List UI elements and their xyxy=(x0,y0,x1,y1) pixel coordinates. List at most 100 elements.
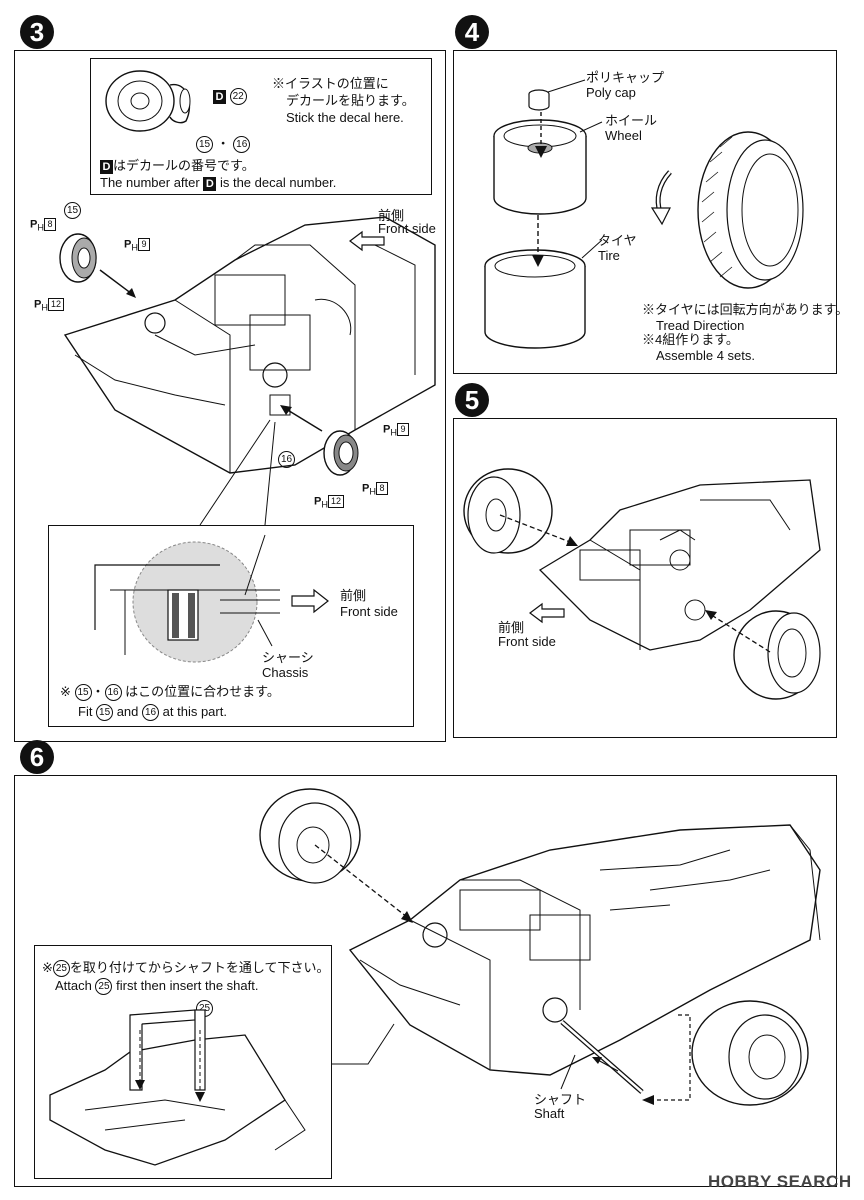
detail-chassis-slot xyxy=(94,534,280,663)
detail-front-en: Front side xyxy=(340,604,398,619)
ph-letter-4: P xyxy=(383,423,391,436)
detail-front-jp: 前側 xyxy=(340,588,367,603)
step-5-front-en: Front side xyxy=(498,634,556,649)
shaft-jp: シャフト xyxy=(534,1092,587,1107)
shaft-en: Shaft xyxy=(534,1106,565,1121)
decal-parts-label: 15 ・ 16 xyxy=(196,136,251,154)
label-part-15-top: 15 xyxy=(64,202,81,219)
front-side-jp-step3: 前側 xyxy=(378,208,405,223)
attach-en-post: first then insert the shaft. xyxy=(116,978,259,993)
tire-en: Tire xyxy=(598,248,620,263)
decal-note-jp2: デカールを貼ります。 xyxy=(286,93,415,108)
wheel-into-tire-arrow xyxy=(532,215,544,267)
step-5-front-arrow xyxy=(529,602,565,624)
ph-letter-2: P xyxy=(124,238,132,251)
step-5-number: 5 xyxy=(455,383,489,417)
decal-letter-inline-2: D xyxy=(203,176,217,191)
ph-letter-5: P xyxy=(314,495,322,508)
step-5-arrow-right-wheel xyxy=(705,610,771,653)
fit-note-jp-text: はこの位置に合わせます。 xyxy=(125,684,280,699)
ph-letter-3: P xyxy=(34,298,42,311)
part-15-circle: 15 xyxy=(196,136,213,154)
arrow-left-wheel xyxy=(99,269,136,298)
label-part-16: 16 xyxy=(278,451,295,468)
fit-en-pre: Fit xyxy=(78,704,93,719)
front-side-en-step3: Front side xyxy=(378,221,436,236)
step-6-callout-leader xyxy=(328,1023,395,1065)
ph-12-left: 12 xyxy=(47,298,64,311)
attach-jp-pre: ※ xyxy=(42,960,53,975)
decal-number-circle: 22 xyxy=(229,88,247,106)
fit-en-post: at this part. xyxy=(162,704,227,719)
tire-jp: タイヤ xyxy=(598,233,637,248)
fit-note-en: Fit 15 and 16 at this part. xyxy=(78,704,227,722)
wheel-jp: ホイール xyxy=(605,113,658,128)
decal-number-note-en: The number after D is the decal number. xyxy=(100,175,336,191)
ph-8-left: 8 xyxy=(43,218,56,231)
decal-note-en-pre: The number after xyxy=(100,175,200,190)
chassis-en: Chassis xyxy=(262,665,309,680)
ph-letter-6: P xyxy=(362,482,370,495)
step-6-shaft-insert-arrow xyxy=(592,1057,619,1072)
part-15-upright xyxy=(59,233,97,283)
wheel-en: Wheel xyxy=(605,128,642,143)
step-6-front-wheel xyxy=(691,1000,809,1106)
assemble-note-jp: ※4組作ります。 xyxy=(642,332,739,347)
fit-en-mid: and xyxy=(116,704,139,719)
attach-en-pre: Attach xyxy=(55,978,92,993)
chassis-leader xyxy=(257,619,273,647)
ph-letter-1: P xyxy=(30,218,38,231)
decal-note-en-post: is the decal number. xyxy=(219,175,337,190)
attach-en-part-25: 25 xyxy=(95,978,113,996)
step-5-arrow-left-wheel xyxy=(499,514,578,546)
shaft-leader xyxy=(560,1054,576,1090)
decal-note-en: Stick the decal here. xyxy=(286,110,404,125)
fit-note-jp: ※ 15・16 はこの位置に合わせます。 xyxy=(60,684,280,702)
decal-number-note-jp-text: はデカールの番号です。 xyxy=(113,158,255,173)
part-15-top-circle: 15 xyxy=(64,202,81,219)
step-4-number: 4 xyxy=(455,15,489,49)
wheel-decal-illustration xyxy=(105,70,191,132)
decal-letter-inline: D xyxy=(100,159,113,174)
fit-part-16: 16 xyxy=(104,684,122,702)
tread-note-en: Tread Direction xyxy=(656,318,745,333)
ph-8-right: 8 xyxy=(375,482,388,495)
step-5-front-wheel xyxy=(733,610,821,700)
decal-number-label: D 22 xyxy=(213,88,247,106)
hobby-search-watermark: HOBBY SEARCH xyxy=(708,1172,852,1191)
fit-en-part-15: 15 xyxy=(96,704,114,722)
part-16-circle-main: 16 xyxy=(278,451,295,468)
fit-note-mark: ※ xyxy=(60,684,71,699)
fit-part-15: 15 xyxy=(74,684,92,702)
poly-cap-en: Poly cap xyxy=(586,85,636,100)
front-arrow-step3 xyxy=(349,230,385,252)
step-3-chassis-illustration xyxy=(63,216,436,474)
poly-cap-arrow xyxy=(535,112,547,158)
attach-jp-part-25: 25 xyxy=(52,960,70,978)
step-3-number: 3 xyxy=(20,15,54,49)
part-16-upright xyxy=(323,430,359,476)
arrow-right-wheel xyxy=(280,405,323,432)
decal-info-box xyxy=(90,58,432,195)
chassis-jp: シャーシ xyxy=(262,650,314,665)
decal-letter: D xyxy=(213,89,226,104)
step-5-chassis-illustration xyxy=(538,479,821,651)
assemble-note-en: Assemble 4 sets. xyxy=(656,348,755,363)
attach-note-en: Attach 25 first then insert the shaft. xyxy=(55,978,259,996)
step-6-shaft-arrow xyxy=(642,1014,691,1105)
tire-illustration xyxy=(484,249,586,349)
poly-cap-illustration xyxy=(528,89,550,111)
step-5-rear-wheel xyxy=(463,468,553,554)
ph-12-right: 12 xyxy=(327,495,344,508)
poly-cap-jp: ポリキャップ xyxy=(586,70,665,85)
step-6-arrow-rear-wheel xyxy=(314,844,413,923)
step-6-rear-wheel xyxy=(259,788,361,884)
rotation-direction-arrow xyxy=(650,170,672,226)
